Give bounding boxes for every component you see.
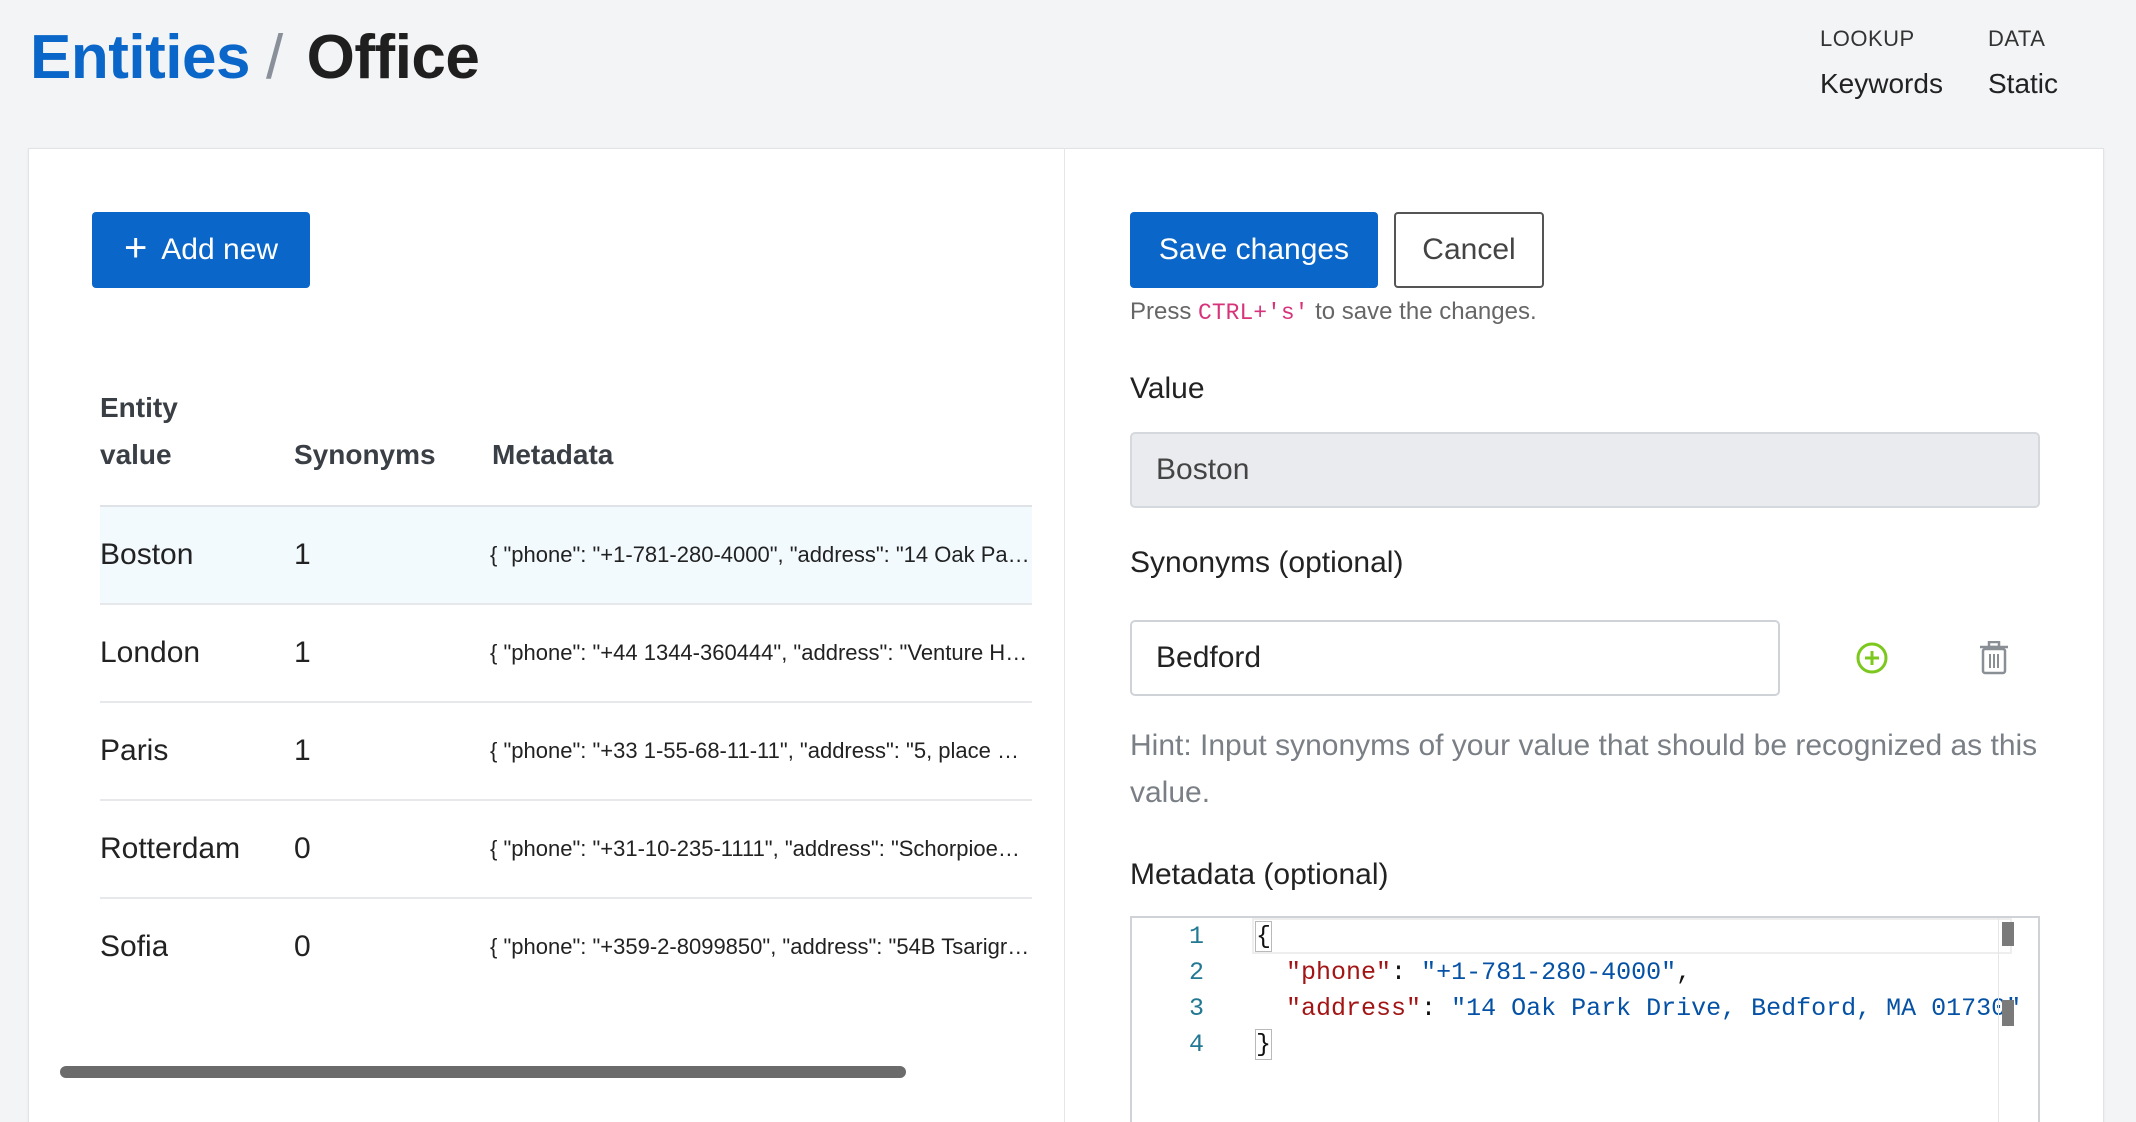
line-number: 3: [1188, 994, 1204, 1023]
column-header-entity-line2: value: [100, 439, 172, 470]
table-row[interactable]: Sofia 0 { "phone": "+359-2-8099850", "ad…: [100, 899, 1032, 997]
data-label: DATA: [1988, 26, 2046, 51]
synonyms-count-cell: 1: [294, 538, 311, 571]
breadcrumb: Entities/ Office: [30, 22, 480, 93]
current-line-highlight: [1252, 918, 2012, 954]
code-line-1: {: [1254, 921, 1273, 952]
table-row[interactable]: Boston 1 { "phone": "+1-781-280-4000", "…: [100, 507, 1032, 605]
table-row[interactable]: London 1 { "phone": "+44 1344-360444", "…: [100, 605, 1032, 703]
breadcrumb-separator: /: [265, 23, 283, 92]
open-brace: {: [1254, 921, 1273, 952]
breadcrumb-entities-link[interactable]: Entities: [30, 23, 250, 92]
value-label: Value: [1130, 372, 1205, 405]
synonyms-count-cell: 0: [294, 930, 311, 963]
keyboard-shortcut: CTRL+'s': [1198, 300, 1309, 326]
page-title: Office: [306, 23, 480, 92]
add-new-label: Add new: [161, 233, 279, 266]
panel-divider: [1064, 148, 1065, 1122]
column-header-synonyms[interactable]: Synonyms: [294, 439, 436, 470]
metadata-text: { "phone": "+1-781-280-4000", "address":…: [490, 542, 1030, 567]
save-changes-button[interactable]: Save changes: [1130, 212, 1378, 288]
line-number: 2: [1188, 958, 1204, 987]
editor-scroll-thumb[interactable]: [2002, 922, 2014, 946]
metadata-json-editor[interactable]: 1 2 3 4 { "phone": "+1-781-280-4000", "a…: [1130, 916, 2040, 1122]
save-shortcut-hint: Press CTRL+'s' to save the changes.: [1130, 298, 1537, 326]
code-line-2: "phone": "+1-781-280-4000",: [1286, 958, 1692, 987]
entity-value-cell: London: [100, 636, 201, 669]
column-header-entity-value[interactable]: Entity value: [100, 384, 178, 478]
code-line-4: }: [1254, 1029, 1273, 1060]
page-header: Entities/ Office LOOKUP Keywords DATA Sta…: [0, 0, 2136, 148]
synonyms-count-cell: 0: [294, 832, 311, 865]
entity-value-cell: Sofia: [100, 930, 169, 963]
save-hint-suffix: to save the changes.: [1315, 298, 1537, 325]
synonyms-label: Synonyms (optional): [1130, 546, 1404, 579]
data-value: Static: [1988, 68, 2059, 99]
synonyms-count-cell: 1: [294, 636, 311, 669]
save-hint-prefix: Press: [1130, 298, 1192, 325]
table-row[interactable]: Rotterdam 0 { "phone": "+31-10-235-1111"…: [100, 801, 1032, 899]
json-value-phone: "+1-781-280-4000": [1421, 958, 1677, 987]
data-info: DATA Static: [1988, 26, 2058, 100]
json-key-phone: "phone": [1286, 958, 1392, 987]
synonym-input[interactable]: [1130, 620, 1780, 696]
entity-value-cell: Rotterdam: [100, 832, 241, 865]
lookup-label: LOOKUP: [1820, 26, 1915, 51]
column-header-metadata[interactable]: Metadata: [492, 439, 614, 470]
table-horizontal-scrollbar[interactable]: [60, 1066, 906, 1078]
json-key-address: "address": [1286, 994, 1422, 1023]
metadata-cell: { "phone": "+31-10-235-1111", "address":…: [490, 801, 1030, 897]
metadata-text: { "phone": "+33 1-55-68-11-11", "address…: [490, 738, 1030, 763]
metadata-text: { "phone": "+31-10-235-1111", "address":…: [490, 836, 1030, 861]
table-row[interactable]: Paris 1 { "phone": "+33 1-55-68-11-11", …: [100, 703, 1032, 801]
editor-overview-marker: [2002, 1000, 2014, 1026]
synonyms-hint: Hint: Input synonyms of your value that …: [1130, 729, 2038, 809]
entity-value-cell: Paris: [100, 734, 169, 767]
plus-icon: +: [123, 226, 148, 270]
metadata-cell: { "phone": "+44 1344-360444", "address":…: [490, 605, 1030, 701]
line-number: 1: [1188, 922, 1204, 951]
add-new-button[interactable]: + Add new: [92, 212, 310, 288]
json-value-address: "14 Oak Park Drive, Bedford, MA 01730": [1451, 994, 2022, 1023]
synonyms-count-cell: 1: [294, 734, 311, 767]
trash-icon[interactable]: [1972, 636, 2016, 680]
close-brace: }: [1254, 1029, 1273, 1060]
metadata-cell: { "phone": "+359-2-8099850", "address": …: [490, 899, 1030, 995]
column-header-entity-line1: Entity: [100, 392, 178, 423]
lookup-value: Keywords: [1820, 68, 1943, 99]
metadata-text: { "phone": "+44 1344-360444", "address":…: [490, 640, 1030, 665]
lookup-info: LOOKUP Keywords: [1820, 26, 1943, 100]
add-synonym-icon[interactable]: [1850, 636, 1894, 680]
metadata-text: { "phone": "+359-2-8099850", "address": …: [490, 934, 1030, 959]
editor-vertical-scrollbar[interactable]: [1998, 918, 2028, 1122]
code-line-3: "address": "14 Oak Park Drive, Bedford, …: [1286, 994, 2022, 1023]
metadata-label: Metadata (optional): [1130, 858, 1389, 891]
metadata-cell: { "phone": "+1-781-280-4000", "address":…: [490, 507, 1030, 603]
metadata-cell: { "phone": "+33 1-55-68-11-11", "address…: [490, 703, 1030, 799]
value-input: [1130, 432, 2040, 508]
cancel-button[interactable]: Cancel: [1394, 212, 1544, 288]
line-number: 4: [1188, 1030, 1204, 1059]
table-header-divider: [100, 505, 1032, 507]
entity-value-cell: Boston: [100, 538, 194, 571]
